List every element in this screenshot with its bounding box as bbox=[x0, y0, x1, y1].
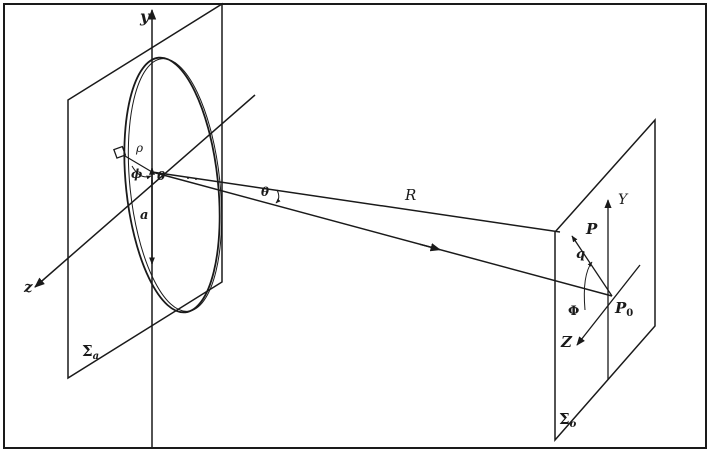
phi-arc bbox=[131, 165, 152, 180]
aperture-plane bbox=[67, 2, 223, 380]
label-Phi: Φ bbox=[568, 304, 579, 319]
label-sigma-a-sub: a bbox=[93, 351, 99, 362]
label-y: y bbox=[139, 7, 151, 26]
label-a: a bbox=[140, 208, 148, 223]
label-theta: θ bbox=[261, 185, 269, 199]
aperture-circle bbox=[123, 56, 221, 314]
Z-axis bbox=[576, 264, 641, 346]
area-element bbox=[113, 145, 127, 159]
label-sigma-a: Σa bbox=[82, 342, 99, 362]
rho-line bbox=[124, 155, 153, 173]
label-P0-main: P bbox=[614, 299, 627, 317]
label-sigma-o-main: Σ bbox=[559, 410, 570, 428]
z-axis bbox=[34, 94, 256, 288]
axial-ray bbox=[151, 171, 613, 297]
dot bbox=[187, 177, 189, 179]
Phi-arc bbox=[583, 261, 593, 311]
label-P0: P0 bbox=[614, 299, 633, 319]
label-P0-sub: 0 bbox=[626, 308, 633, 319]
label-rho: ρ bbox=[135, 141, 143, 155]
label-phi: ϕ bbox=[131, 167, 143, 181]
theta-arc bbox=[275, 189, 281, 204]
label-sigma-o-sub: o bbox=[570, 419, 577, 430]
label-R: R bbox=[404, 186, 416, 204]
label-sigma-a-main: Σ bbox=[82, 342, 93, 360]
label-P: P bbox=[585, 220, 598, 238]
label-Y: Y bbox=[618, 192, 629, 208]
label-z: z bbox=[23, 278, 33, 296]
aperture-circle-rim bbox=[127, 58, 223, 312]
label-Z: Z bbox=[560, 333, 573, 351]
label-q: q bbox=[576, 247, 585, 262]
observation-plane bbox=[554, 118, 656, 442]
label-sigma-o: Σo bbox=[559, 410, 577, 430]
figure-border bbox=[3, 3, 707, 449]
label-origin: 0 bbox=[157, 169, 166, 183]
axial-ray-arrowhead bbox=[419, 243, 442, 252]
R-ray bbox=[151, 171, 561, 233]
dot bbox=[195, 178, 197, 180]
